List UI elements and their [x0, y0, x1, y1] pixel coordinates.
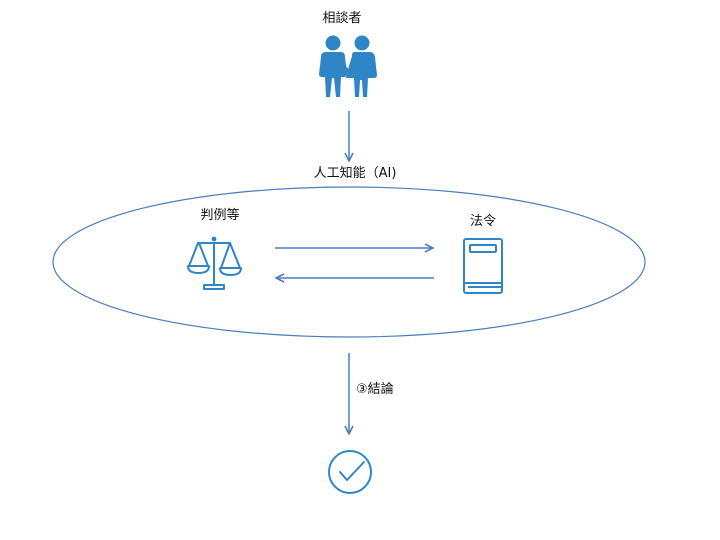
scales-icon [187, 236, 242, 290]
check-circle-icon [328, 450, 372, 494]
book-icon [463, 238, 503, 294]
law-label: 法令 [469, 214, 496, 229]
consultant-label: 相談者 [322, 11, 362, 26]
precedent-label: 判例等 [200, 208, 240, 223]
conclusion-label: ③結論 [356, 382, 394, 397]
ai-ellipse [52, 186, 646, 338]
ai-label: 人工知能（AI) [313, 166, 397, 181]
people-icon [319, 35, 377, 97]
